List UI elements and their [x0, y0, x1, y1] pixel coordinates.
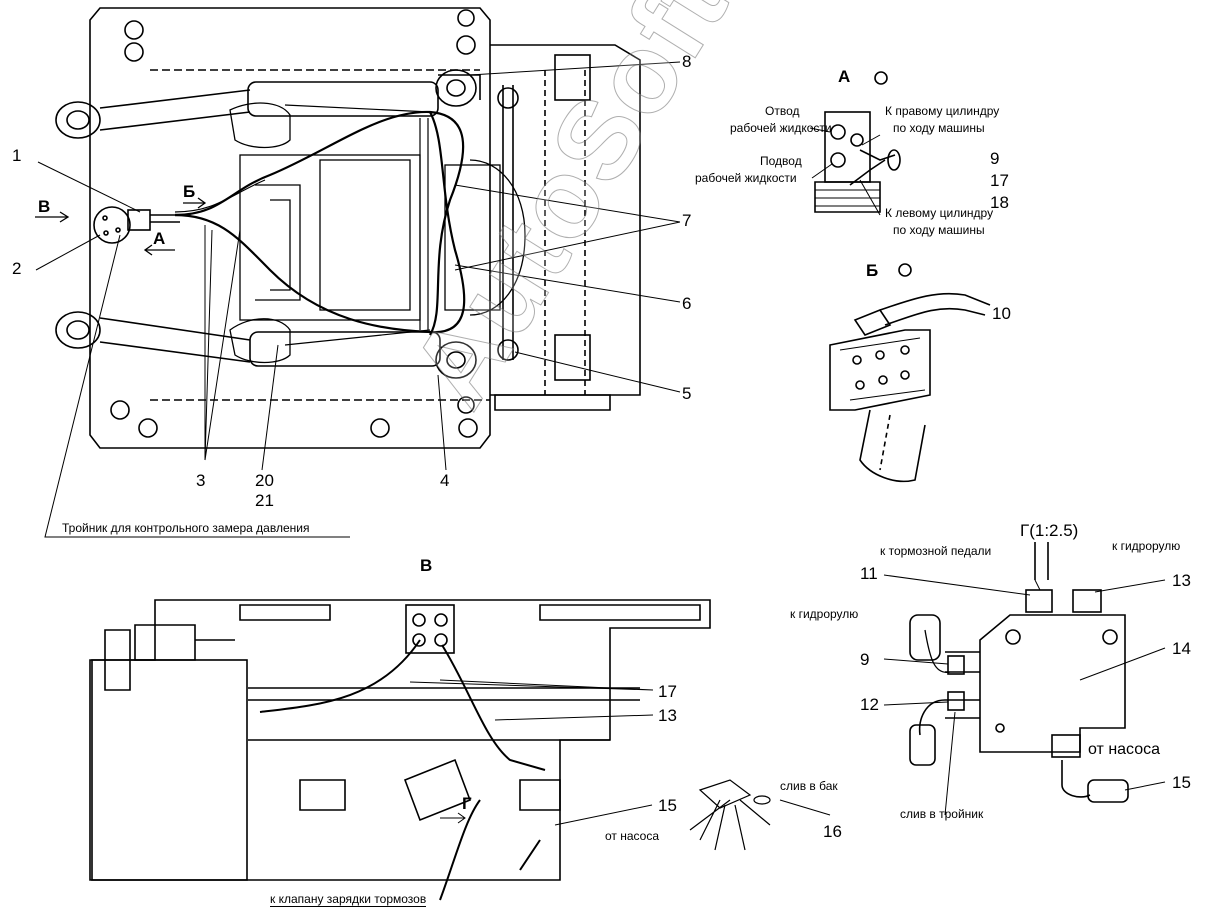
caption-to-steering-left: к гидрорулю [790, 607, 859, 621]
caption-podvod-1: Подвод [760, 154, 802, 168]
callout-6: 6 [682, 294, 692, 313]
view-v-label: В [420, 556, 433, 575]
vertical-rod [497, 85, 519, 361]
view-a-block [809, 71, 901, 216]
callout-1: 1 [12, 146, 22, 165]
callout-15-bottom: 15 [658, 796, 677, 815]
arrow-v-label: В [38, 197, 51, 216]
view-g-leaders [883, 574, 1166, 816]
callout-8: 8 [682, 52, 692, 71]
callout-16: 16 [823, 822, 842, 841]
callout-12: 12 [860, 695, 879, 714]
hoses [174, 104, 466, 346]
caption-left-cyl-2: по ходу машины [893, 223, 985, 237]
view-v-leaders [409, 679, 654, 826]
arrow-g-label: Г [462, 794, 472, 813]
callout-5: 5 [682, 384, 692, 403]
caption-from-pump-bottom: от насоса [605, 829, 660, 843]
hydraulic-block-left [93, 206, 180, 244]
view-v-hoses [259, 639, 546, 901]
caption-to-steering-top: к гидрорулю [1112, 539, 1181, 553]
frame-plate [89, 7, 641, 449]
callout-11: 11 [860, 564, 878, 583]
caption-drain-tee: слив в тройник [900, 807, 984, 821]
upper-link-arm [55, 69, 481, 139]
caption-podvod-2: рабочей жидкости [695, 171, 797, 185]
caption-from-pump-right: от насоса [1088, 741, 1161, 758]
caption-left-cyl-1: К левому цилиндру [885, 206, 994, 220]
callout-3: 3 [196, 471, 206, 490]
callout-15-right: 15 [1172, 773, 1191, 792]
caption-tee: Тройник для контрольного замера давления [62, 521, 310, 535]
callout-2: 2 [12, 259, 22, 278]
arrow-b-label: Б [183, 182, 196, 201]
leader-lines [35, 61, 681, 538]
callout-9-right: 9 [860, 650, 870, 669]
view-a-label: А [838, 67, 851, 86]
caption-brake-pedal: к тормозной педали [880, 544, 992, 558]
callout-18: 18 [990, 193, 1009, 212]
view-v-chassis [89, 599, 711, 881]
caption-right-cyl-1: К правому цилиндру [885, 104, 1000, 118]
caption-otvod-2: рабочей жидкости [730, 121, 832, 135]
callout-13-right: 13 [1172, 571, 1191, 590]
callout-20: 20 [255, 471, 274, 490]
view-g-block [909, 542, 1129, 803]
callout-4: 4 [440, 471, 450, 490]
view-b-block [829, 263, 991, 483]
direction-arrows [35, 197, 207, 256]
caption-drain-tank: слив в бак [780, 779, 838, 793]
caption-otvod-1: Отвод [765, 104, 800, 118]
view-g-label: Г(1:2.5) [1020, 521, 1079, 540]
callout-7: 7 [682, 211, 692, 230]
caption-right-cyl-2: по ходу машины [893, 121, 985, 135]
callout-10: 10 [992, 304, 1011, 323]
view-b-label: Б [866, 261, 879, 280]
callout-17-bottom: 17 [658, 682, 677, 701]
callout-9: 9 [990, 149, 1000, 168]
callout-14: 14 [1172, 639, 1191, 658]
callout-21: 21 [255, 491, 274, 510]
lower-link-arm [55, 311, 477, 379]
caption-brake-valve: к клапану зарядки тормозов [270, 892, 427, 907]
arrow-a-label: А [153, 229, 166, 248]
brake-valve-assembly [689, 779, 831, 851]
callout-13-bottom: 13 [658, 706, 677, 725]
callout-17: 17 [990, 171, 1009, 190]
